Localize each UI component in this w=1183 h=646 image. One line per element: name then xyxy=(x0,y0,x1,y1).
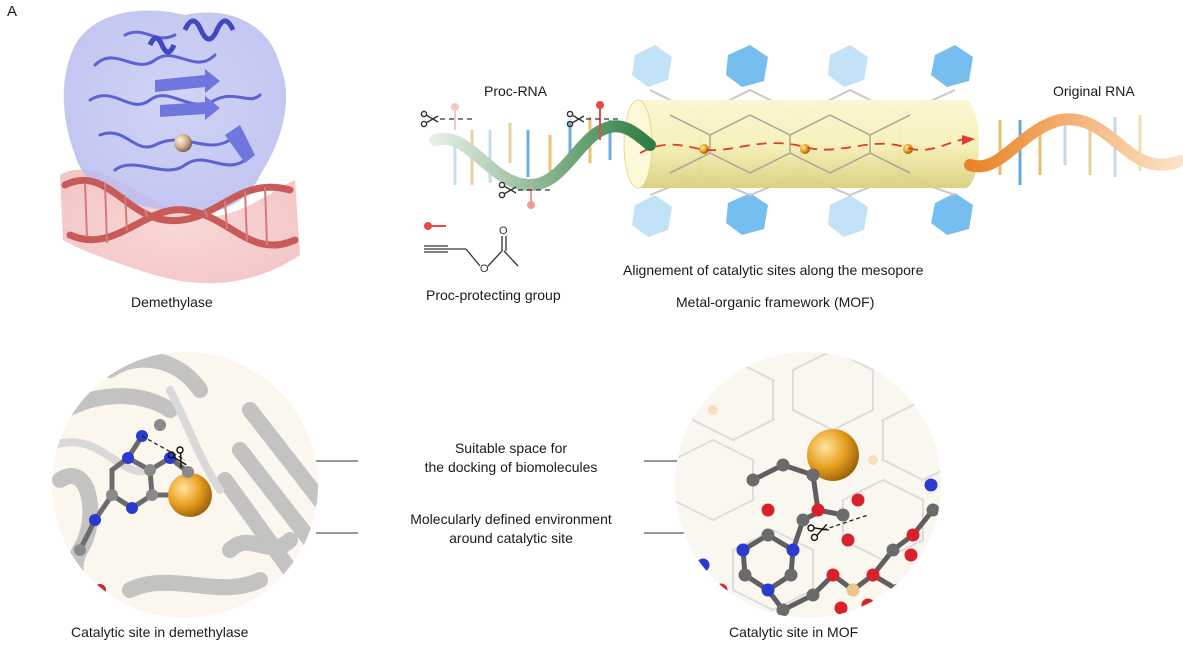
catalytic-site-3 xyxy=(903,144,913,154)
catalytic-site-2 xyxy=(800,144,810,154)
defined-environment-line2: around catalytic site xyxy=(449,530,573,546)
scissors-icon xyxy=(167,446,187,468)
demethylase-label: Demethylase xyxy=(131,294,213,310)
alignment-label: Alignement of catalytic sites along the … xyxy=(623,262,924,278)
defined-environment-note: Molecularly defined environment around c… xyxy=(355,510,667,548)
svg-text:O: O xyxy=(480,263,489,275)
mof-channel-diagram xyxy=(420,45,1183,237)
site-mof-label: Catalytic site in MOF xyxy=(729,624,859,640)
mof-site-view xyxy=(675,352,941,618)
demethylase-site-view xyxy=(52,352,318,618)
scissors-icon xyxy=(498,181,517,199)
docking-space-note: Suitable space for the docking of biomol… xyxy=(380,439,642,477)
defined-environment-line1: Molecularly defined environment xyxy=(410,511,612,527)
demethylase-structure xyxy=(60,10,300,284)
proc-protecting-group-label: Proc-protecting group xyxy=(426,287,561,303)
scissors-icon xyxy=(420,110,439,128)
proc-rna-label: Proc-RNA xyxy=(484,83,548,99)
svg-text:O: O xyxy=(499,225,508,237)
mof-label: Metal-organic framework (MOF) xyxy=(676,294,875,310)
docking-space-line2: the docking of biomolecules xyxy=(424,459,598,475)
docking-space-line1: Suitable space for xyxy=(454,440,568,456)
catalytic-site-1 xyxy=(699,144,709,154)
proc-protecting-group-structure: O O xyxy=(424,222,519,275)
site-demethylase-label: Catalytic site in demethylase xyxy=(71,624,249,640)
original-rna-label: Original RNA xyxy=(1053,83,1135,99)
scissors-icon xyxy=(807,523,829,542)
scissors-icon xyxy=(566,110,585,128)
panel-label: A xyxy=(7,3,18,20)
